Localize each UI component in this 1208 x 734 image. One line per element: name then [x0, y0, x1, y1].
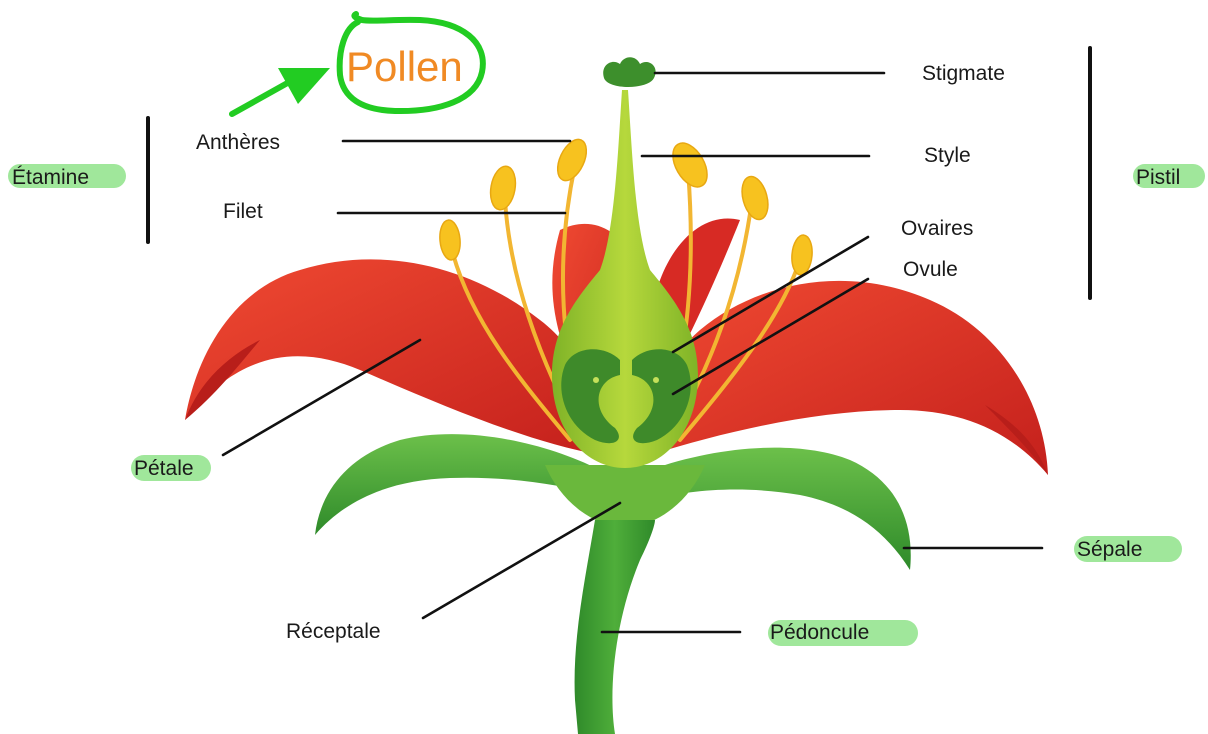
label-antheres: Anthères	[196, 131, 280, 154]
receptacle-shape	[545, 465, 705, 528]
label-pedoncule: Pédoncule	[770, 621, 869, 644]
stem	[575, 520, 655, 734]
label-ovaires: Ovaires	[901, 217, 973, 240]
label-filet: Filet	[223, 200, 263, 223]
label-pistil: Pistil	[1136, 166, 1180, 189]
ovule-dot-left	[593, 377, 599, 383]
label-stigmate: Stigmate	[922, 62, 1005, 85]
label-receptale: Réceptale	[286, 620, 381, 643]
label-ovule: Ovule	[903, 258, 958, 281]
label-style: Style	[924, 144, 971, 167]
label-sepale: Sépale	[1077, 538, 1142, 561]
stigma-shape	[603, 57, 655, 87]
label-pollen: Pollen	[346, 43, 463, 90]
petal-right	[650, 281, 1048, 475]
label-petale: Pétale	[134, 457, 194, 480]
ovule-dot-right	[653, 377, 659, 383]
label-etamine: Étamine	[12, 166, 89, 189]
